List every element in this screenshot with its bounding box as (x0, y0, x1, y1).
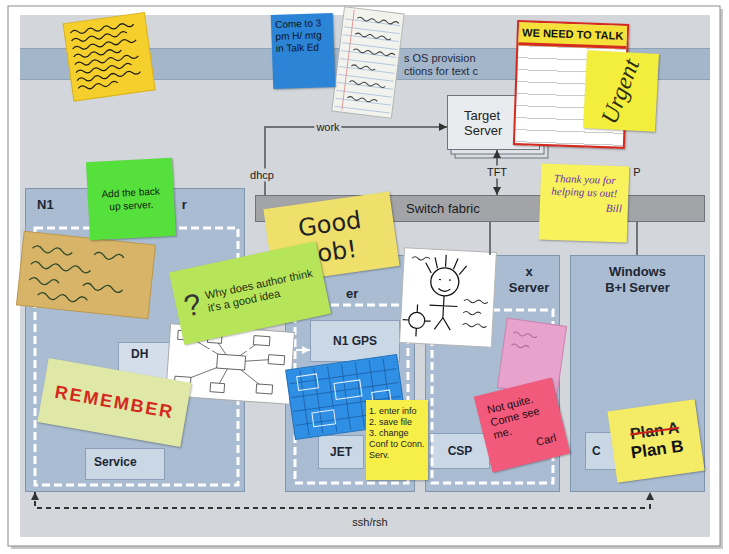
scribble-note (63, 13, 155, 102)
note-text: Come to 3 pm H/ mtg in Talk Ed (275, 17, 330, 55)
sticky-note: Not quite. Come see me.Carl (474, 377, 570, 472)
sticky-note: Add the back up server. (86, 158, 176, 240)
mind-map-box (253, 336, 270, 346)
doodle-note (400, 248, 497, 348)
edge-label: dhcp (248, 169, 276, 182)
sticky-note: ?Why does author think it's a good idea (169, 241, 331, 345)
connector (265, 127, 447, 195)
node-label: ctions for text c (404, 65, 710, 78)
note-text: 3. change Conf to Conn. Serv. (369, 428, 425, 461)
node-label: s OS provision (404, 52, 710, 65)
sticky-note: Thank you for helping us out!Bill (539, 163, 630, 242)
note-text: Add the back up server. (95, 184, 166, 214)
mind-map-link (182, 335, 277, 391)
node-label: r (182, 197, 187, 212)
lined-note (332, 7, 404, 119)
margin-line (342, 10, 354, 110)
node-label: Switch fabric (406, 201, 480, 216)
sticky-note: REMEMBER (37, 358, 191, 447)
node-label: er (346, 286, 414, 301)
note-text: Urgent (596, 55, 645, 127)
connector (489, 222, 491, 255)
note-text: 2. save file (369, 417, 425, 428)
sticky-note: Plan APlan B (607, 399, 704, 483)
node-label: JET (319, 445, 363, 459)
note-text: REMEMBER (53, 382, 176, 424)
edge-label: ssh/rsh (350, 516, 389, 529)
mind-map-box (210, 383, 225, 393)
node-label: C (592, 444, 679, 458)
node-label: Service (94, 455, 164, 469)
connector (196, 349, 310, 351)
node-label: Windows B+I Server (599, 264, 677, 296)
protocol-label: P (631, 166, 642, 179)
frame (8, 6, 720, 546)
service-box: JET (318, 435, 364, 469)
handwriting-scribble (409, 257, 490, 328)
service-box: CSP (430, 433, 490, 469)
ruled-line (334, 19, 400, 113)
mind-map-box (256, 384, 273, 394)
node-label: N1 GPS (311, 334, 399, 348)
node-label: Target Server (464, 108, 514, 138)
connector (636, 222, 638, 255)
node-label: x Server (506, 264, 552, 296)
node-label: N1 (37, 197, 54, 212)
node-label: DH (131, 347, 195, 361)
scribble-note (16, 231, 155, 318)
mind-map-box (217, 354, 246, 370)
scribble-note (16, 231, 155, 318)
sticky-note: Urgent (583, 50, 659, 132)
handwriting-scribble (27, 245, 126, 307)
connector (35, 492, 650, 508)
note-text: Why does author think it's a good idea (204, 266, 318, 315)
edge-label: TFT (485, 166, 509, 179)
scribble-note (63, 13, 155, 102)
network-label: work (314, 121, 341, 134)
handwriting-scribble (70, 22, 142, 90)
face-sketch (430, 267, 459, 296)
note-text: Bill (546, 200, 622, 216)
flower-sketch (402, 304, 432, 337)
note-text: 1. enter info (369, 406, 425, 417)
node-label: CSP (431, 444, 489, 458)
lined-note (332, 7, 404, 119)
service-box: Service (85, 448, 165, 480)
note-text: ? (181, 287, 204, 324)
figure-sketch (422, 254, 467, 331)
note-text: Thank you for helping us out! (546, 172, 623, 201)
note-text: WE NEED TO TALK (518, 22, 627, 49)
sticky-note: Come to 3 pm H/ mtg in Talk Ed (271, 13, 336, 89)
doodle-note (400, 248, 497, 348)
sticky-note: 1. enter info2. save file3. change Conf … (366, 400, 428, 480)
mind-map-box (268, 355, 285, 365)
faint-scribble (511, 332, 537, 350)
handwriting-scribble (347, 17, 399, 104)
